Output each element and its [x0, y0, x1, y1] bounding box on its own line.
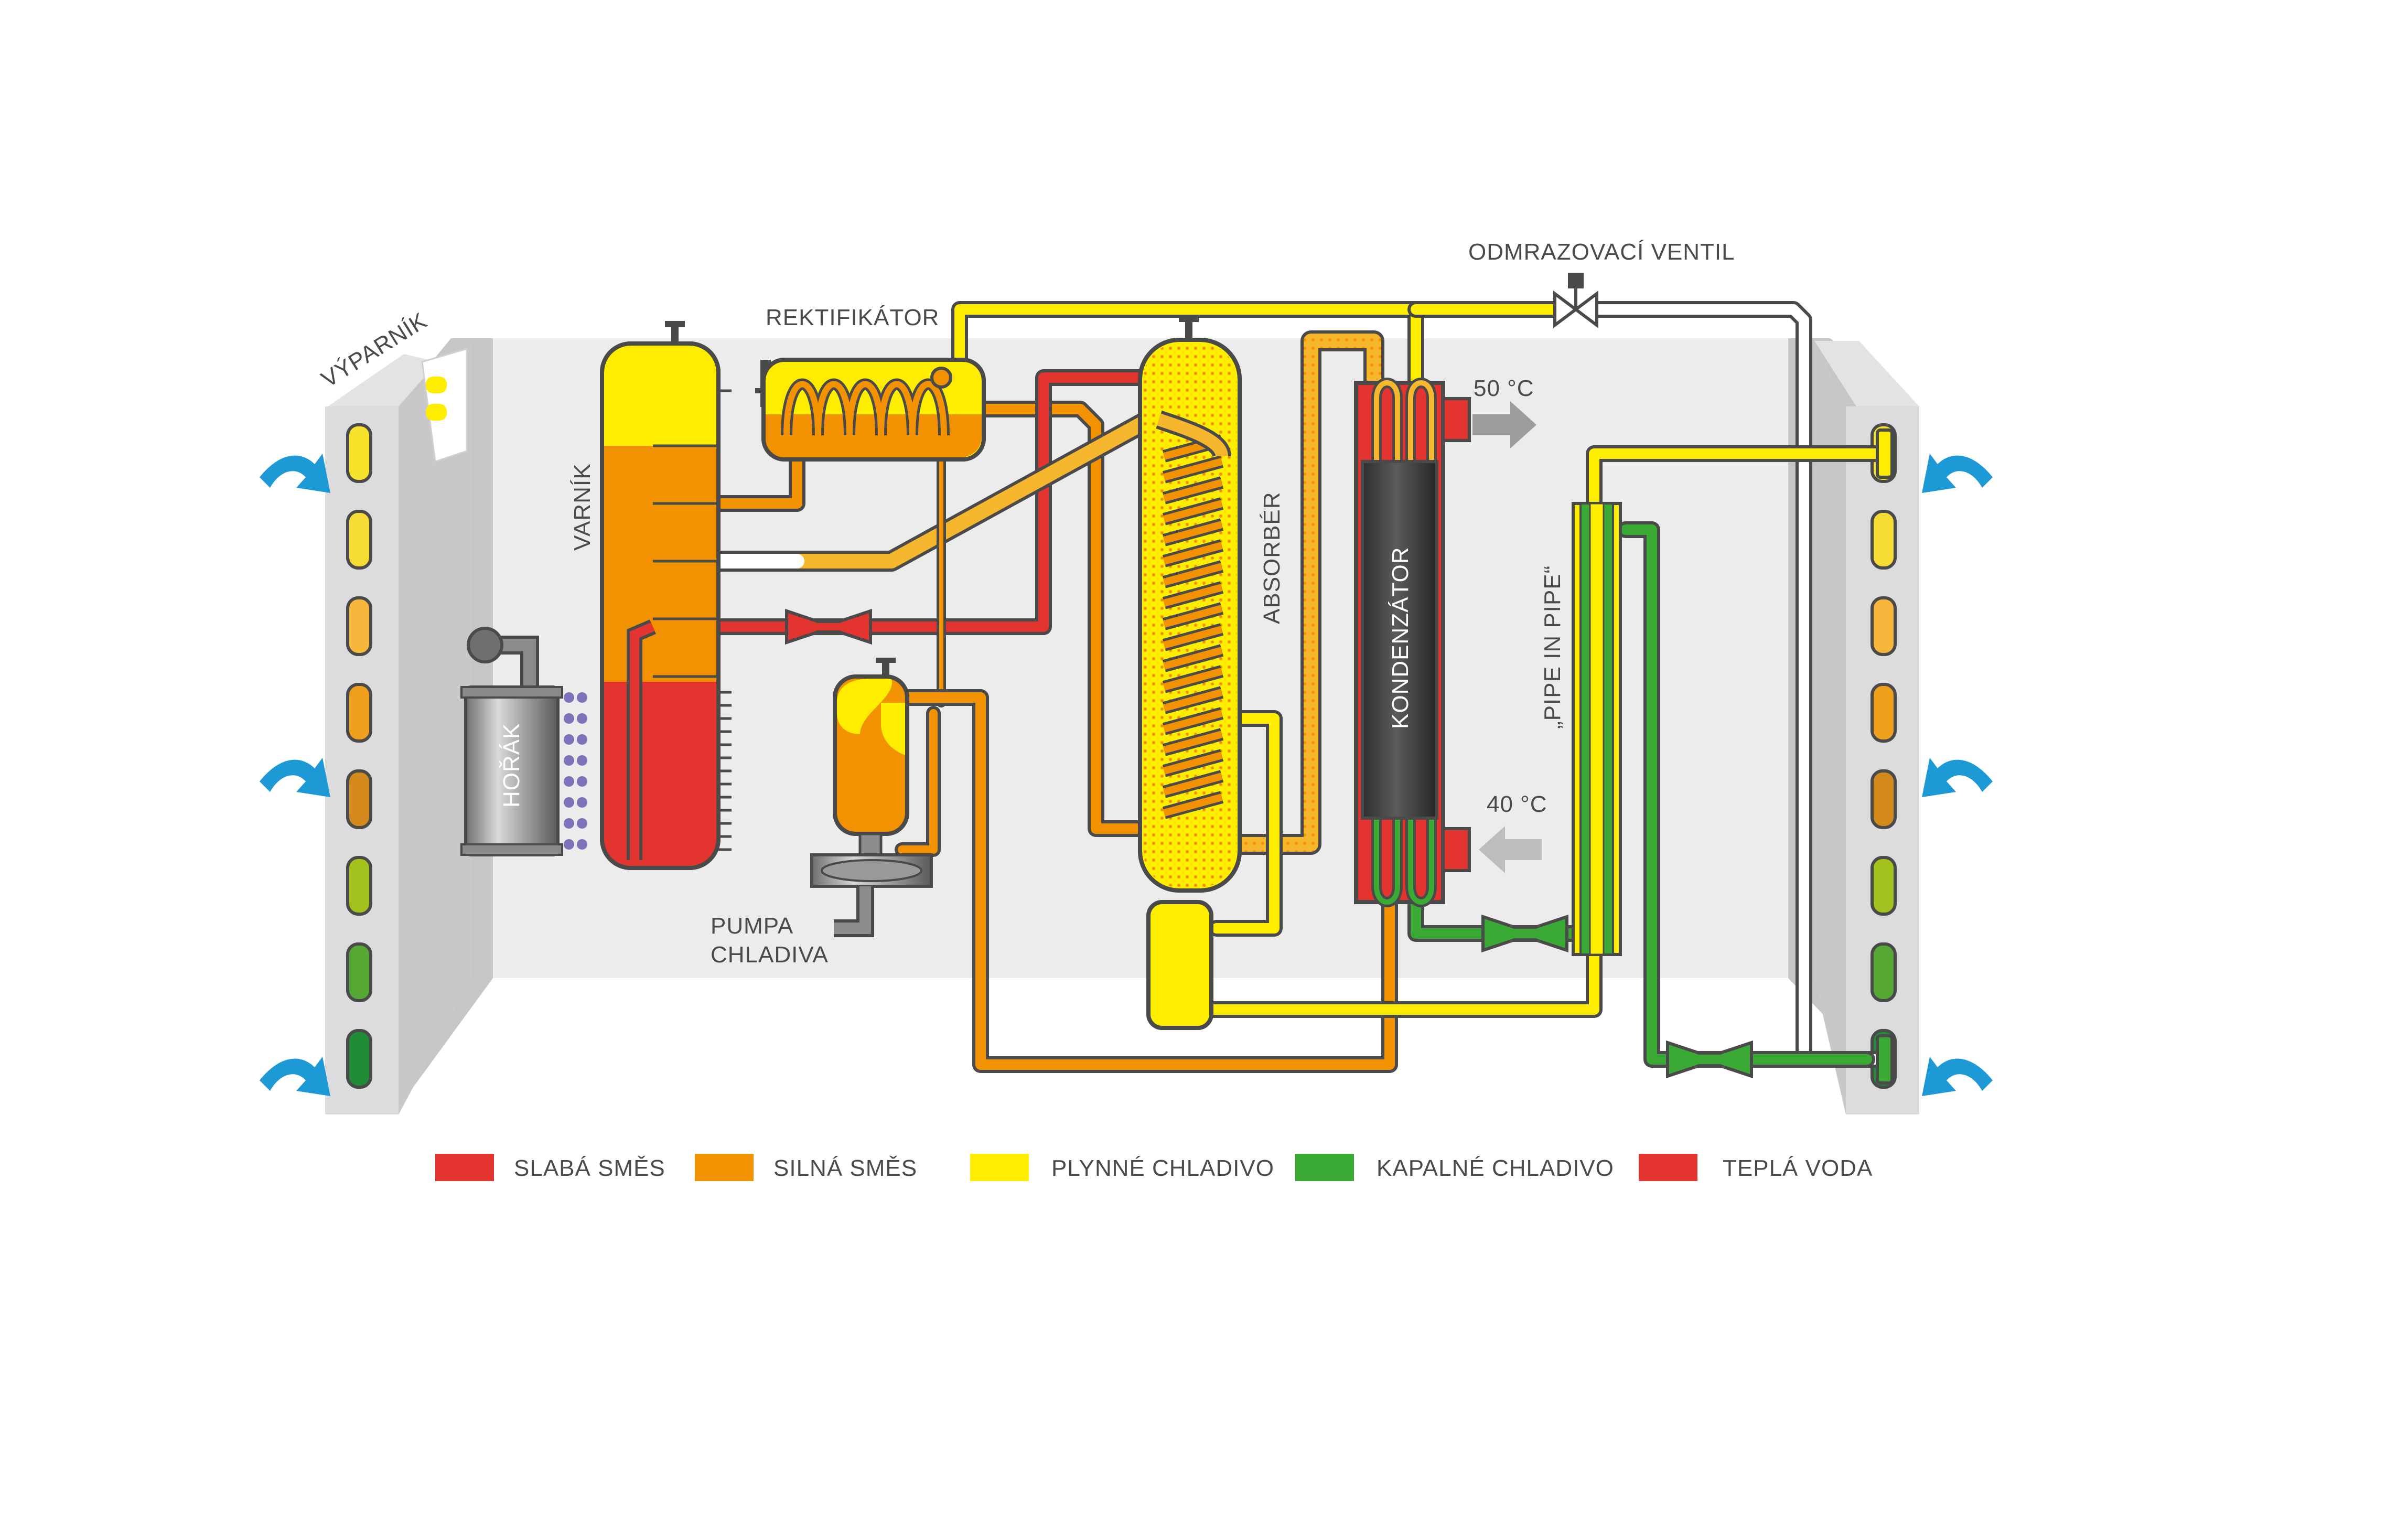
- burner: [460, 627, 587, 856]
- air-arrow-icon: [1922, 1057, 1993, 1096]
- legend-swatch: [1295, 1154, 1354, 1181]
- legend-swatch: [435, 1154, 494, 1181]
- legend-swatch: [1639, 1154, 1697, 1181]
- legend-label: SILNÁ SMĚS: [773, 1155, 917, 1181]
- absorber: [1138, 317, 1242, 893]
- evaporator-fin: [346, 942, 372, 1002]
- evaporator-fin: [1870, 510, 1897, 570]
- evaporator-fin: [346, 769, 372, 829]
- evaporator-fin: [1870, 769, 1897, 829]
- air-arrow-icon: [260, 454, 330, 493]
- defrost-valve: [1553, 273, 1598, 328]
- evaporator-fin: [346, 1029, 372, 1089]
- air-arrow-icon: [1922, 758, 1993, 797]
- label-chladiva: CHLADIVA: [711, 942, 829, 968]
- label-horak: HOŘÁK: [499, 723, 524, 808]
- label-pumpa: PUMPA: [711, 913, 793, 939]
- label-absorber: ABSORBÉR: [1259, 491, 1285, 624]
- evaporator-right: [1814, 341, 1919, 1114]
- evaporator-fin: [346, 596, 372, 656]
- legend-item: PLYNNÉ CHLADIVO: [970, 1154, 1274, 1181]
- legend-label: SLABÁ SMĚS: [514, 1155, 665, 1181]
- label-odmrazovaci-ventil: ODMRAZOVACÍ VENTIL: [1468, 239, 1735, 265]
- pipe-in-pipe-exchanger: [1572, 502, 1622, 956]
- evaporator-fin: [346, 683, 372, 743]
- legend-label: KAPALNÉ CHLADIVO: [1377, 1155, 1614, 1181]
- refrigerant-pump: [810, 658, 933, 937]
- legend-item: SILNÁ SMĚS: [695, 1154, 917, 1181]
- label-pipe-in-pipe: „PIPE IN PIPE“: [1540, 565, 1565, 729]
- label-varnik: VARNÍK: [569, 463, 595, 551]
- weak-mix-valve: [785, 608, 872, 645]
- hot-water-in-arrow-icon: [1479, 826, 1542, 873]
- legend-item: SLABÁ SMĚS: [435, 1154, 665, 1181]
- air-arrow-icon: [260, 1057, 330, 1096]
- air-arrow-icon: [1922, 454, 1993, 493]
- labels: VÝPARNÍK VARNÍK REKTIFIKÁTOR ODMRAZOVACÍ…: [317, 239, 1735, 968]
- legend-item: TEPLÁ VODA: [1639, 1154, 1873, 1181]
- evaporator-fin: [1870, 596, 1897, 656]
- legend-label: TEPLÁ VODA: [1723, 1155, 1873, 1181]
- label-kondenzator: KONDENZÁTOR: [1388, 546, 1413, 729]
- legend-item: KAPALNÉ CHLADIVO: [1295, 1154, 1614, 1181]
- evaporator-fin: [1870, 683, 1897, 743]
- evaporator-fin: [346, 510, 372, 570]
- legend: SLABÁ SMĚS SILNÁ SMĚS PLYNNÉ CHLADIVO KA…: [435, 1154, 1873, 1181]
- condenser: [1354, 378, 1542, 907]
- legend-swatch: [970, 1154, 1029, 1181]
- evaporator-fin: [346, 856, 372, 916]
- rectifier: [755, 358, 986, 462]
- legend-swatch: [695, 1154, 754, 1181]
- evaporator-fin: [346, 423, 372, 483]
- hot-water-out-arrow-icon: [1472, 401, 1536, 448]
- evaporator-fin: [1870, 856, 1897, 916]
- generator-varnik: [600, 321, 732, 870]
- label-rektifikator: REKTIFIKÁTOR: [766, 305, 939, 330]
- air-arrows: [260, 454, 1993, 1096]
- air-arrow-icon: [260, 758, 330, 797]
- liquid-valves: [1481, 914, 1753, 1079]
- evaporator-fin: [1870, 942, 1897, 1002]
- refrigerant-tank: [1146, 900, 1213, 1030]
- evaporator-headers: [1876, 428, 1894, 1085]
- label-temp-in: 40 °C: [1487, 791, 1547, 817]
- label-temp-out: 50 °C: [1474, 376, 1534, 401]
- evaporator-left: [325, 341, 472, 1114]
- legend-label: PLYNNÉ CHLADIVO: [1051, 1155, 1274, 1181]
